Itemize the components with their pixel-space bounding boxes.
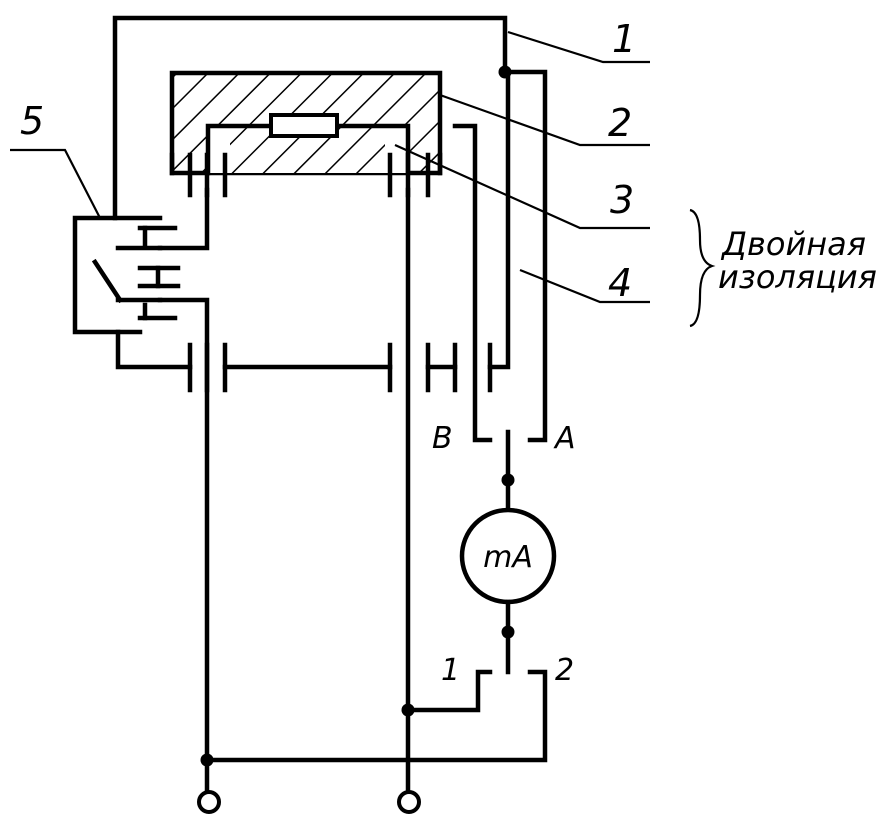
milliammeter bbox=[459, 507, 557, 675]
meter-label: mA bbox=[483, 540, 533, 575]
terminal-right bbox=[397, 790, 421, 814]
label-part-2: 2 bbox=[608, 101, 632, 145]
label-part-1: 1 bbox=[612, 17, 636, 61]
label-switch-pos-1: 1 bbox=[441, 653, 460, 688]
switch-block bbox=[72, 215, 193, 370]
label-terminal-b: B bbox=[432, 421, 453, 456]
insulation-block bbox=[169, 70, 443, 176]
label-switch-pos-2: 2 bbox=[555, 653, 574, 688]
housing-wire bbox=[112, 15, 508, 221]
output-terminals bbox=[197, 757, 421, 814]
junction-dot bbox=[401, 703, 415, 717]
label-terminal-a: A bbox=[553, 421, 576, 456]
terminal-left bbox=[197, 790, 221, 814]
capacitor-row bbox=[187, 69, 511, 393]
terminal-leads bbox=[452, 69, 548, 518]
leader-lines bbox=[10, 30, 716, 328]
note-line-1: Двойная bbox=[720, 225, 866, 263]
heating-element bbox=[269, 113, 339, 138]
label-part-3: 3 bbox=[610, 178, 634, 222]
main-conductors bbox=[157, 187, 548, 793]
junction-dot bbox=[498, 65, 512, 79]
label-part-4: 4 bbox=[608, 261, 632, 305]
note-line-2: изоляция bbox=[718, 258, 877, 296]
label-part-5: 5 bbox=[20, 99, 44, 143]
labels: 1 2 3 4 5 B A 1 2 mA Двойная изоляция bbox=[20, 17, 877, 688]
junction-dot bbox=[501, 625, 515, 639]
selector-switch bbox=[405, 669, 493, 713]
junction-dot bbox=[501, 473, 515, 487]
